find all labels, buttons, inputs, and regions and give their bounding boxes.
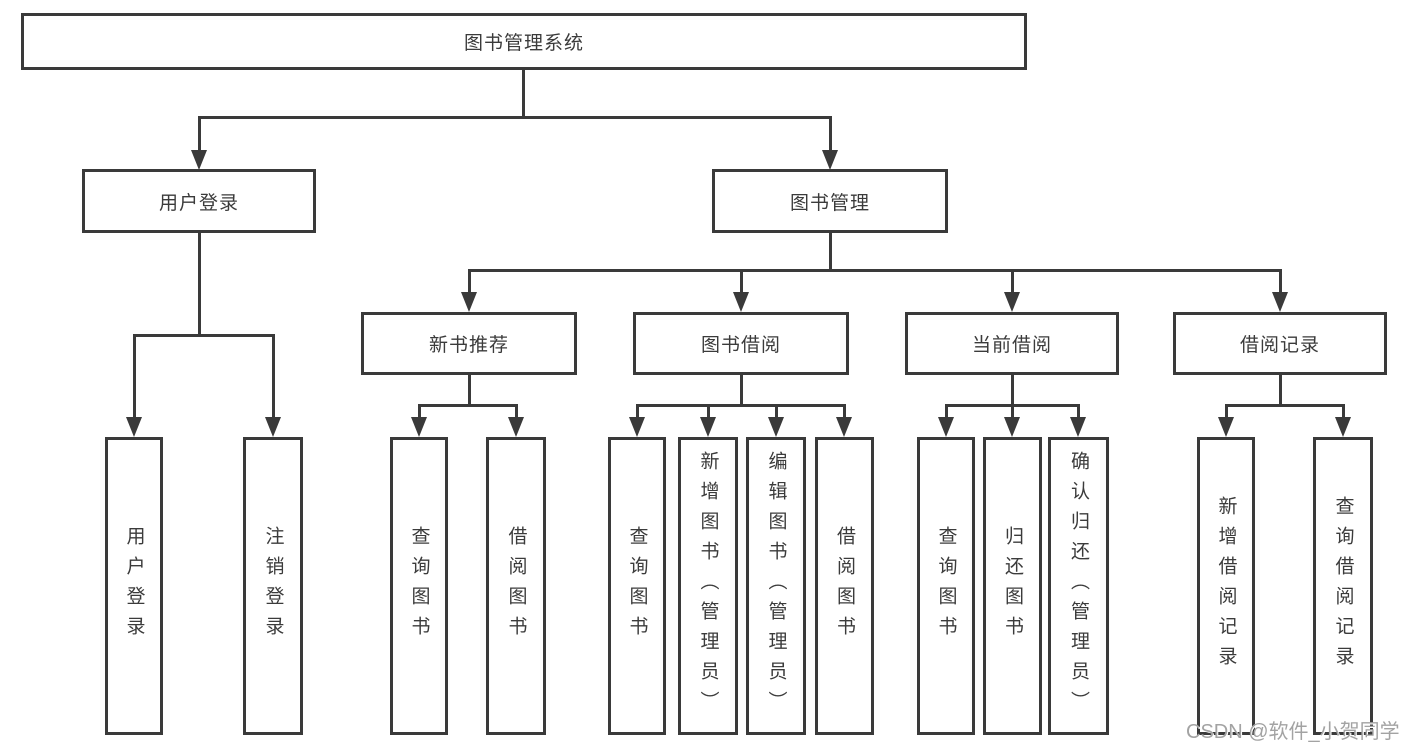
leaf-cb-return-book: 归还图书 bbox=[983, 437, 1042, 735]
connector-line bbox=[198, 116, 832, 119]
connector-line bbox=[1011, 404, 1014, 419]
connector-line bbox=[515, 404, 518, 419]
connector-line bbox=[1011, 375, 1014, 407]
node-root: 图书管理系统 bbox=[21, 13, 1027, 70]
arrowhead-down-icon bbox=[1004, 417, 1020, 437]
connector-line bbox=[829, 116, 832, 152]
connector-line bbox=[740, 269, 743, 294]
connector-line bbox=[198, 233, 201, 337]
arrowhead-down-icon bbox=[700, 417, 716, 437]
connector-line bbox=[1011, 269, 1014, 294]
connector-line bbox=[272, 334, 275, 419]
arrowhead-down-icon bbox=[1070, 417, 1086, 437]
leaf-nb-query-book: 查询图书 bbox=[390, 437, 448, 735]
arrowhead-down-icon bbox=[1004, 292, 1020, 312]
arrowhead-down-icon bbox=[836, 417, 852, 437]
leaf-nb-borrow-book: 借阅图书 bbox=[486, 437, 546, 735]
connector-line bbox=[1279, 375, 1282, 407]
node-borrow-records: 借阅记录 bbox=[1173, 312, 1387, 375]
connector-line bbox=[1077, 404, 1080, 419]
connector-line bbox=[740, 375, 743, 407]
arrowhead-down-icon bbox=[508, 417, 524, 437]
connector-line bbox=[707, 404, 710, 419]
connector-line bbox=[636, 404, 846, 407]
connector-line bbox=[133, 334, 275, 337]
arrowhead-down-icon bbox=[733, 292, 749, 312]
connector-line bbox=[522, 70, 525, 117]
connector-line bbox=[945, 404, 948, 419]
connector-line bbox=[468, 269, 1282, 272]
arrowhead-down-icon bbox=[411, 417, 427, 437]
arrowhead-down-icon bbox=[938, 417, 954, 437]
arrowhead-down-icon bbox=[1335, 417, 1351, 437]
connector-line bbox=[829, 233, 832, 272]
leaf-logout: 注销登录 bbox=[243, 437, 303, 735]
node-book-management: 图书管理 bbox=[712, 169, 948, 233]
arrowhead-down-icon bbox=[191, 150, 207, 170]
connector-line bbox=[418, 404, 421, 419]
connector-line bbox=[418, 404, 518, 407]
connector-line bbox=[843, 404, 846, 419]
leaf-bb-borrow-book: 借阅图书 bbox=[815, 437, 874, 735]
arrowhead-down-icon bbox=[1272, 292, 1288, 312]
connector-line bbox=[775, 404, 778, 419]
leaf-bb-query-book: 查询图书 bbox=[608, 437, 666, 735]
leaf-bb-add-book-admin: 新增图书（管理员） bbox=[678, 437, 738, 735]
leaf-br-add-record: 新增借阅记录 bbox=[1197, 437, 1255, 735]
arrowhead-down-icon bbox=[629, 417, 645, 437]
connector-line bbox=[636, 404, 639, 419]
arrowhead-down-icon bbox=[1218, 417, 1234, 437]
arrowhead-down-icon bbox=[822, 150, 838, 170]
arrowhead-down-icon bbox=[265, 417, 281, 437]
leaf-user-login: 用户登录 bbox=[105, 437, 163, 735]
node-user-login: 用户登录 bbox=[82, 169, 316, 233]
connector-line bbox=[1225, 404, 1228, 419]
arrowhead-down-icon bbox=[461, 292, 477, 312]
arrowhead-down-icon bbox=[126, 417, 142, 437]
leaf-br-query-record: 查询借阅记录 bbox=[1313, 437, 1373, 735]
connector-line bbox=[198, 116, 201, 152]
connector-line bbox=[1342, 404, 1345, 419]
connector-line bbox=[133, 334, 136, 419]
leaf-cb-confirm-return-admin: 确认归还（管理员） bbox=[1048, 437, 1109, 735]
connector-line bbox=[468, 269, 471, 294]
connector-line bbox=[1225, 404, 1345, 407]
leaf-bb-edit-book-admin: 编辑图书（管理员） bbox=[746, 437, 806, 735]
node-new-book-recommend: 新书推荐 bbox=[361, 312, 577, 375]
connector-line bbox=[1279, 269, 1282, 294]
watermark: CSDN @软件_小贺同学 bbox=[1186, 721, 1400, 743]
connector-line bbox=[468, 375, 471, 407]
arrowhead-down-icon bbox=[768, 417, 784, 437]
node-current-borrow: 当前借阅 bbox=[905, 312, 1119, 375]
leaf-cb-query-book: 查询图书 bbox=[917, 437, 975, 735]
node-book-borrow: 图书借阅 bbox=[633, 312, 849, 375]
